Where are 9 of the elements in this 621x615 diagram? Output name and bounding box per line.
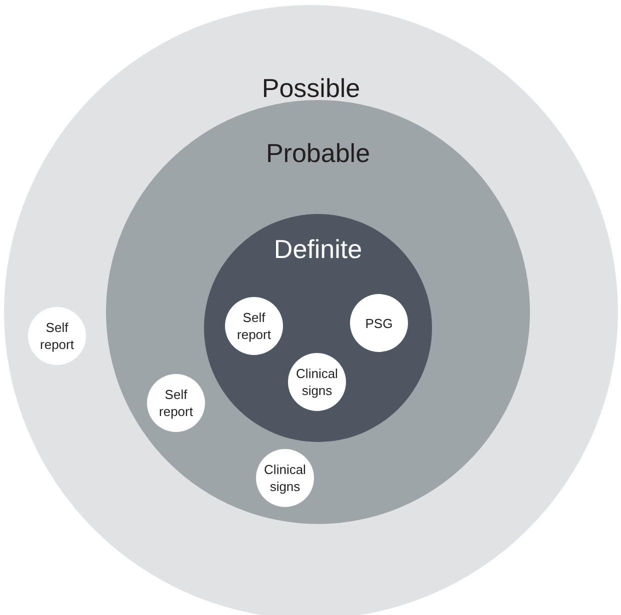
label-circle: Self report [225, 297, 283, 355]
label-circle: Self report [147, 374, 205, 432]
label-circle: PSG [350, 294, 408, 352]
region-title: Definite [274, 234, 362, 264]
region-title: Probable [266, 138, 370, 168]
label-circle: Clinical signs [256, 449, 314, 507]
label-circle: Self report [28, 307, 86, 365]
label-circle: Clinical signs [288, 353, 346, 411]
region-title: Possible [262, 73, 360, 103]
